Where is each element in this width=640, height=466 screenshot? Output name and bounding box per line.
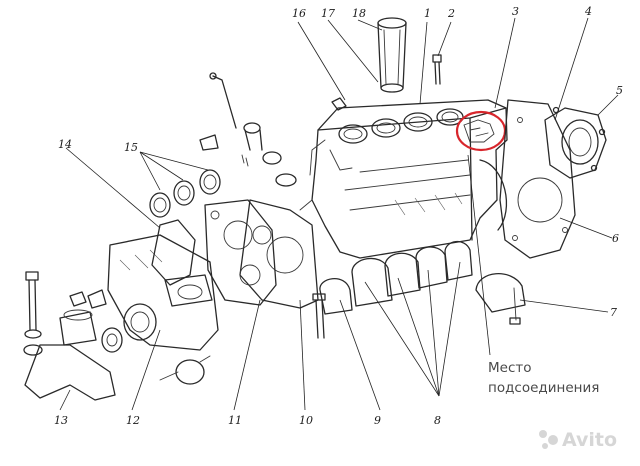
label-5: 5 — [616, 84, 623, 97]
leader-lines — [59, 17, 619, 411]
label-4: 4 — [584, 5, 592, 18]
callout-line-1: Место — [488, 360, 532, 376]
label-18: 18 — [352, 7, 366, 20]
label-1: 1 — [424, 7, 431, 20]
cylinder-liner — [377, 17, 407, 93]
small-fittings — [199, 97, 347, 167]
label-6: 6 — [612, 232, 619, 245]
engine-mount — [23, 271, 116, 401]
front-engine-bracket — [151, 219, 196, 286]
part-number-labels: 16 17 18 1 2 3 4 5 6 7 8 9 10 11 12 13 1… — [54, 5, 623, 427]
front-seal-ring — [101, 327, 123, 353]
bearing-cap-bolts — [312, 293, 326, 339]
watermark-text: Avito — [562, 429, 617, 451]
main-bearing-caps — [319, 240, 473, 315]
connection-point-circle — [455, 110, 507, 152]
rear-main-cap — [475, 273, 526, 325]
callout-line-2: подсоединения — [488, 380, 599, 396]
dipstick — [209, 72, 237, 129]
label-13: 13 — [54, 414, 68, 427]
label-2: 2 — [447, 7, 455, 20]
connection-callout: Место подсоединения — [488, 360, 599, 396]
front-plate — [204, 199, 277, 306]
label-17: 17 — [321, 7, 335, 20]
label-12: 12 — [126, 414, 140, 427]
avito-watermark: Avito — [539, 429, 617, 451]
label-15: 15 — [124, 141, 138, 154]
rear-seal-cover — [544, 106, 607, 179]
connection-point-highlight — [455, 110, 507, 152]
oil-filler-neck — [243, 122, 297, 187]
camshaft-bushings — [149, 169, 221, 218]
label-11: 11 — [228, 414, 242, 427]
label-16: 16 — [292, 7, 306, 20]
label-10: 10 — [299, 414, 313, 427]
watermark-dot — [542, 443, 548, 449]
label-14: 14 — [58, 138, 72, 151]
rear-plate — [499, 99, 576, 259]
fuel-pump — [159, 355, 211, 385]
bolt-2 — [432, 54, 442, 85]
label-8: 8 — [434, 414, 441, 427]
label-3: 3 — [512, 5, 519, 18]
timing-cover — [107, 234, 219, 351]
watermark-dots-icon — [539, 430, 547, 438]
cylinder-block — [299, 99, 508, 259]
watermark-dot — [548, 435, 558, 445]
front-plate-gasket — [239, 199, 319, 309]
label-9: 9 — [374, 414, 381, 427]
label-7: 7 — [610, 306, 617, 319]
